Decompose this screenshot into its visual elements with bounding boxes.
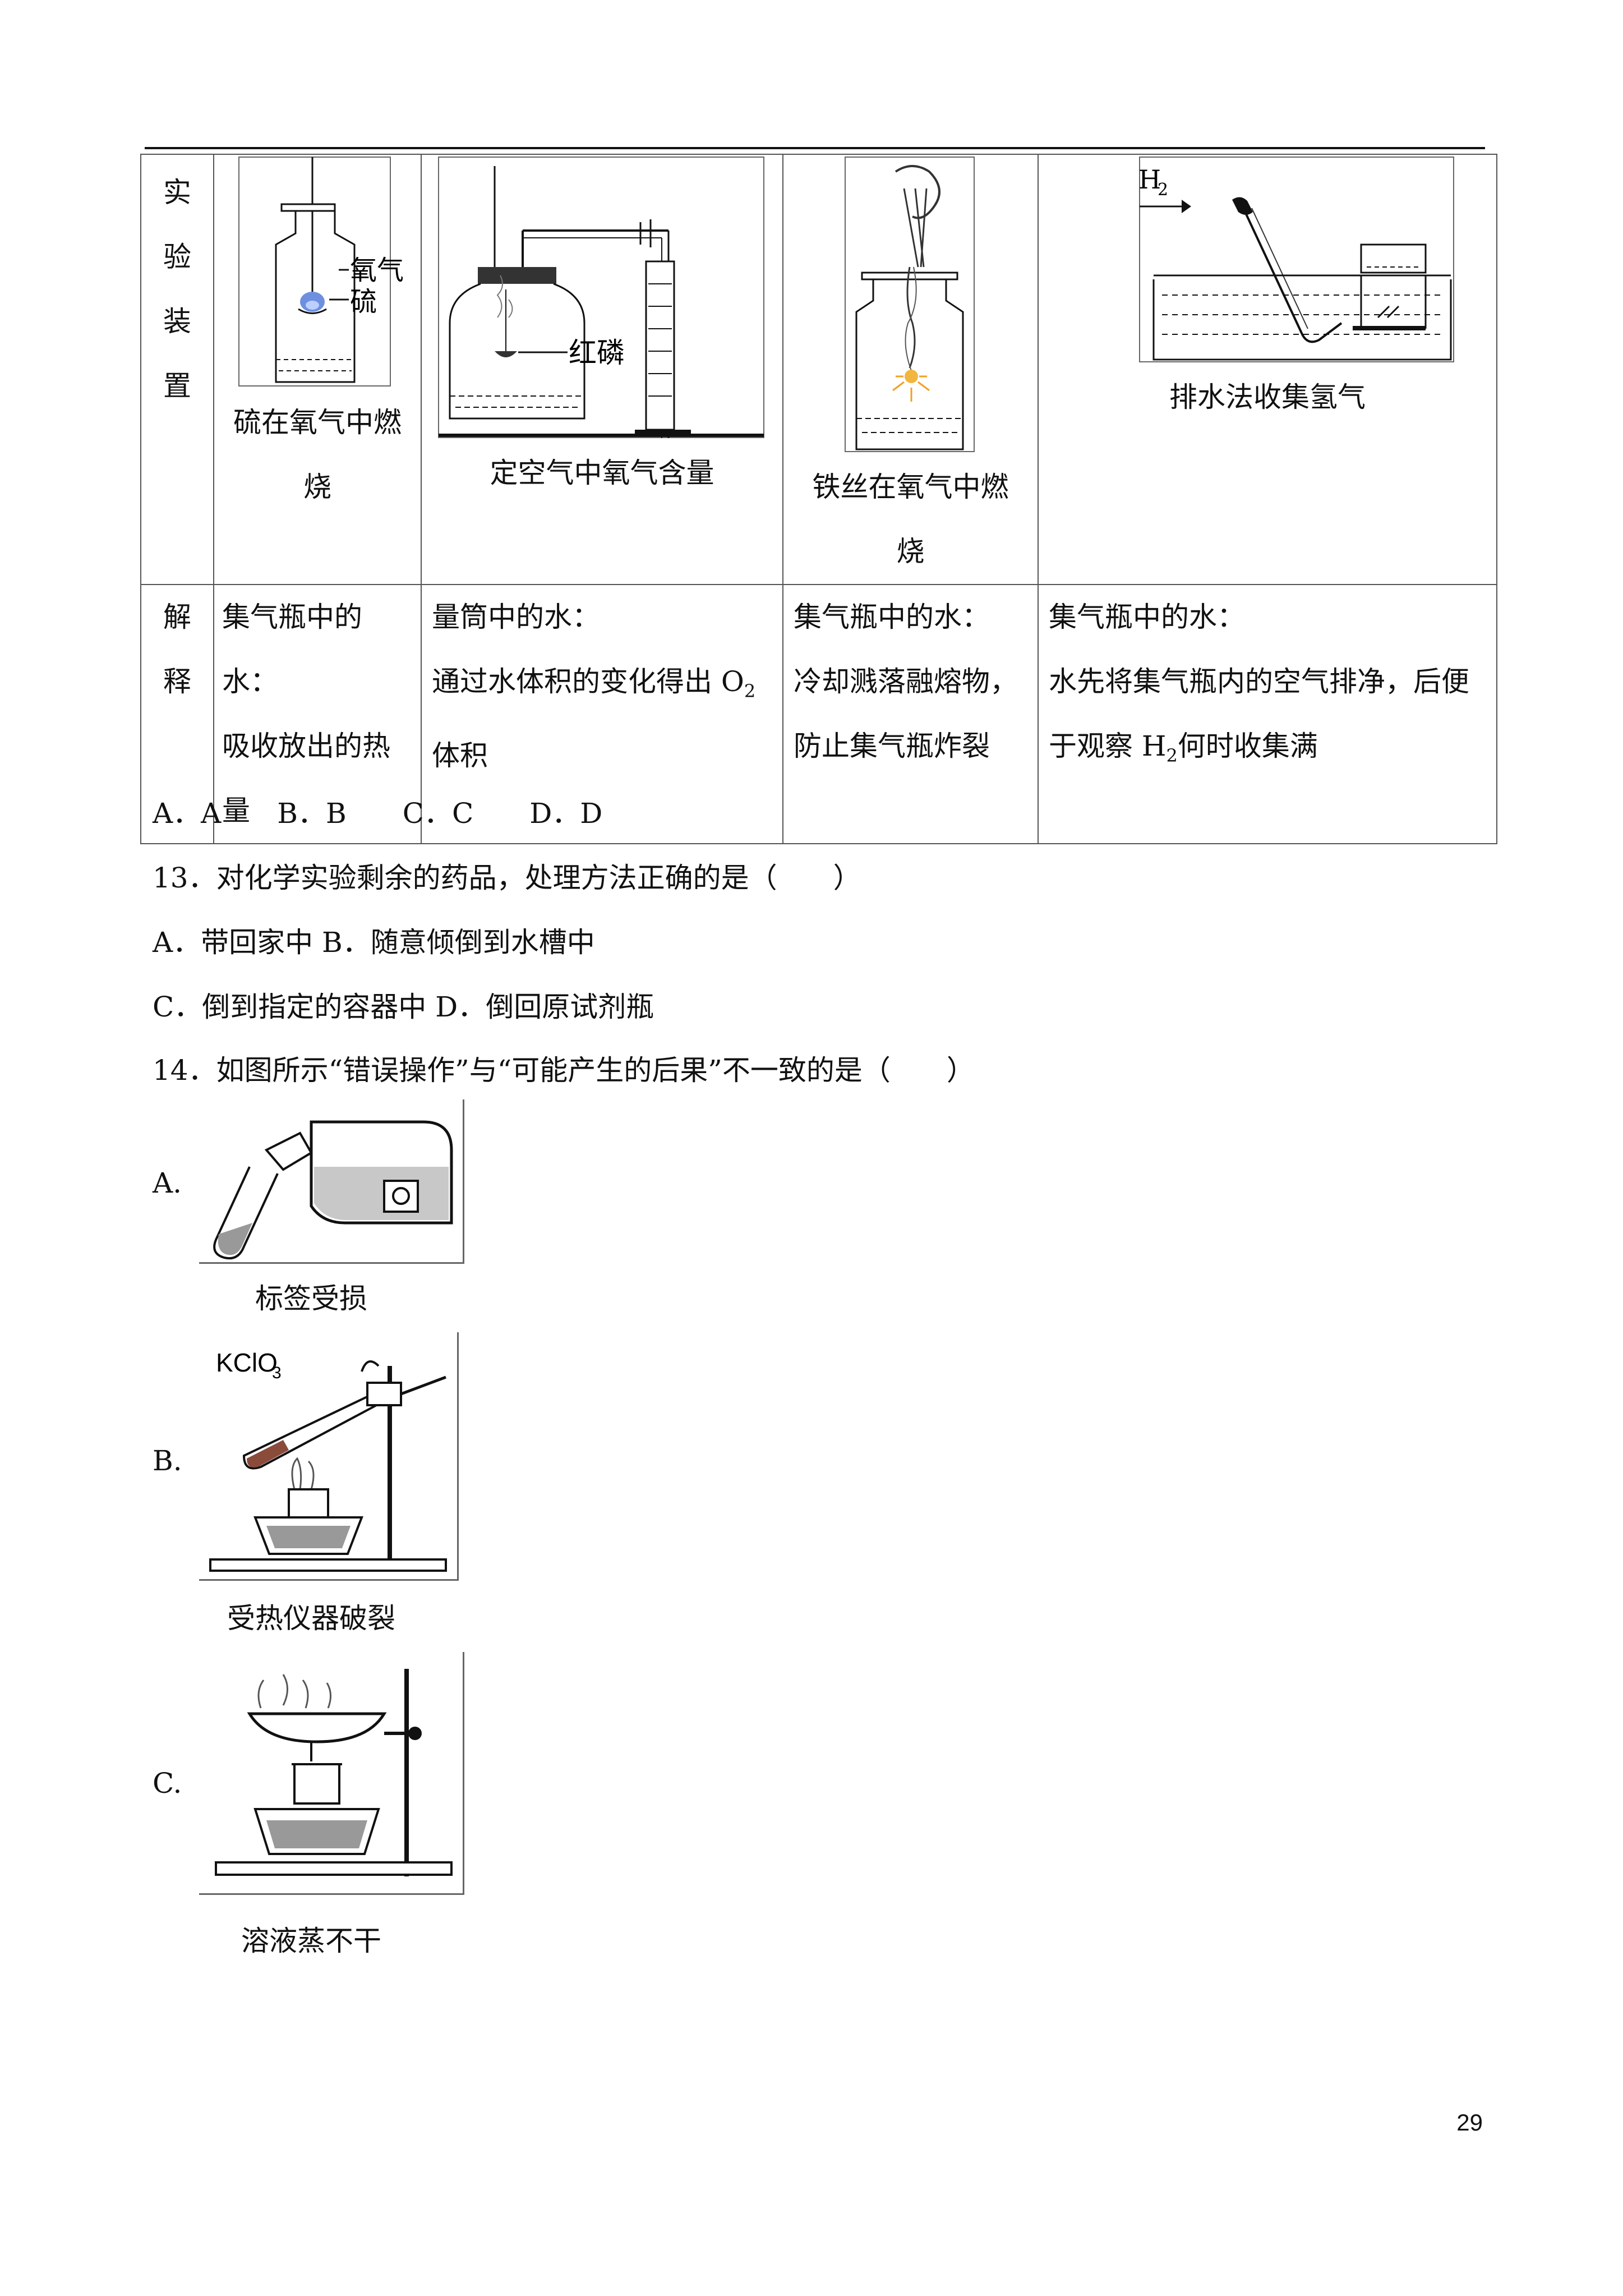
cell-air-oxygen-content: 红磷 定空气中氧气含量	[421, 154, 783, 585]
h2-label: H	[1138, 164, 1161, 195]
q14-option-a-figure	[199, 1099, 464, 1264]
q14-option-a-letter: A.	[153, 1167, 182, 1199]
header-rule	[145, 147, 1485, 149]
q14-option-b-letter: B.	[153, 1444, 182, 1477]
cell-hydrogen-collection: H 2	[1038, 154, 1497, 585]
q14-option-b-figure: KClO 3	[199, 1332, 459, 1581]
caption-sulfur: 硫在氧气中燃 烧	[233, 406, 402, 503]
kclo3-label: KClO	[216, 1348, 278, 1377]
svg-text:3: 3	[272, 1364, 282, 1382]
row-head-explanation: 解释	[140, 584, 214, 844]
explain-air-oxygen: 量筒中的水： 通过水体积的变化得出 O2 体积	[421, 584, 783, 844]
row-head-apparatus: 实验装置	[140, 154, 214, 585]
caption-hydrogen: 排水法收集氢气	[1169, 381, 1366, 413]
q14-option-b-caption: 受热仪器破裂	[227, 1602, 395, 1635]
page-number: 29	[1456, 2109, 1483, 2136]
caption-iron-wire: 铁丝在氧气中燃 烧	[812, 471, 1009, 568]
svg-text:2: 2	[1158, 180, 1168, 200]
experiment-table: 实验装置 氧气 硫	[140, 154, 1497, 844]
q14-option-c-letter: C.	[153, 1767, 182, 1800]
q14-option-c-figure	[199, 1652, 464, 1895]
q14-option-c-caption: 溶液蒸不干	[241, 1925, 381, 1957]
sulfur-burning-figure: 氧气 硫	[238, 157, 404, 386]
q13-stem: 13．对化学实验剩余的药品，处理方法正确的是（ ）	[153, 862, 861, 894]
iron-wire-figure	[845, 157, 975, 452]
air-oxygen-figure: 红磷	[438, 157, 764, 438]
cell-iron-wire-burning: 铁丝在氧气中燃 烧	[782, 154, 1039, 585]
explain-iron-wire: 集气瓶中的水： 冷却溅落融熔物， 防止集气瓶炸裂	[782, 584, 1039, 844]
explain-sulfur: 集气瓶中的水： 吸收放出的热 量	[213, 584, 422, 844]
oxygen-label: 氧气	[350, 255, 404, 286]
sulfur-label: 硫	[350, 286, 377, 318]
q13-options-line2: C．倒到指定的容器中 D．倒回原试剂瓶	[153, 991, 654, 1023]
q12-options: A．A B．B C．C D．D	[153, 797, 603, 830]
hydrogen-collection-figure: H 2	[1138, 157, 1454, 362]
cell-sulfur-burning: 氧气 硫 硫在氧气中燃 烧	[213, 154, 422, 585]
explain-hydrogen: 集气瓶中的水： 水先将集气瓶内的空气排净，后便 于观察 H2何时收集满	[1038, 584, 1497, 844]
caption-air-oxygen: 定空气中氧气含量	[490, 457, 714, 489]
red-phosphorus-label: 红磷	[569, 337, 625, 369]
q13-options-line1: A．带回家中 B．随意倾倒到水槽中	[153, 926, 595, 959]
q14-option-a-caption: 标签受损	[255, 1282, 367, 1315]
q14-stem: 14．如图所示“错误操作”与“可能产生的后果”不一致的是（ ）	[153, 1054, 975, 1087]
